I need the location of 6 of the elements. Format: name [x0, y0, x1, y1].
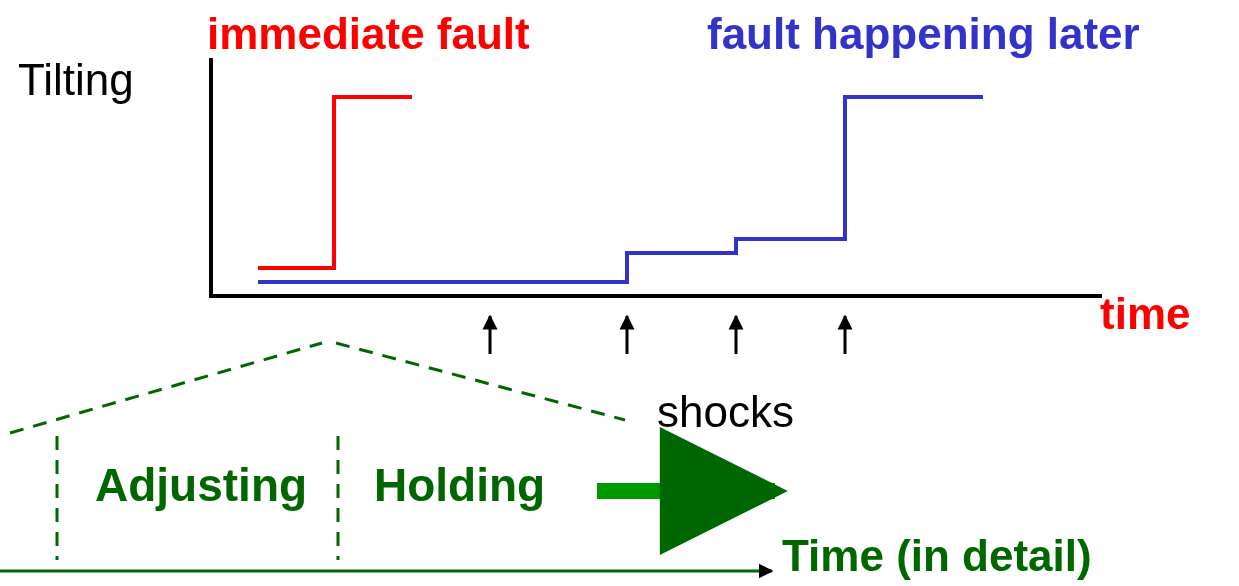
axis-title: time: [1100, 292, 1191, 336]
curve-label: immediate fault: [207, 12, 530, 56]
axis-title: Tilting: [18, 58, 134, 102]
annotation-text: shocks: [657, 390, 794, 434]
axis-title: Time (in detail): [782, 534, 1092, 578]
curve-label: fault happening later: [707, 12, 1140, 56]
